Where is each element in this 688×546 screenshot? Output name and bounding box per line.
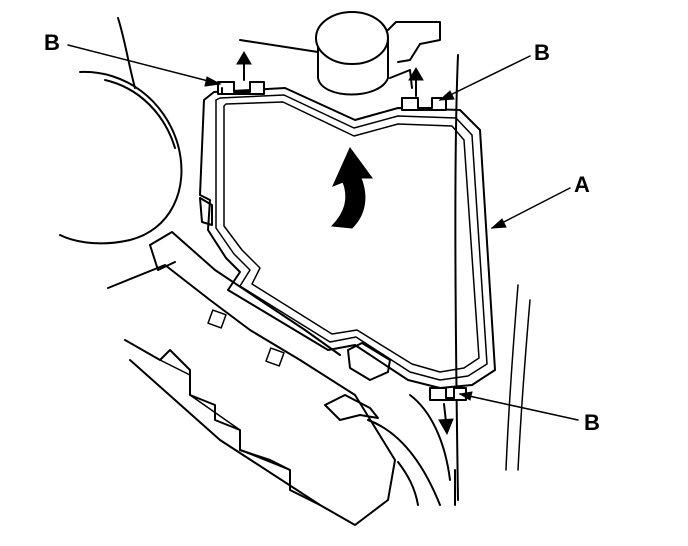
cover-a	[199, 87, 496, 389]
removal-direction-arrow	[330, 147, 373, 229]
release-arrow-top-right	[408, 67, 424, 97]
release-arrow-top-left	[236, 51, 252, 81]
top-cylinder	[239, 11, 441, 96]
release-arrow-bottom-right	[438, 403, 454, 436]
label-a-cover: A	[574, 172, 590, 197]
label-b-top-left: B	[44, 30, 60, 55]
clip-b-bottom-right	[429, 387, 467, 401]
label-b-bottom-right: B	[584, 410, 600, 435]
leader-lines	[67, 44, 579, 421]
left-round-component	[59, 17, 183, 245]
clip-b-top-right	[401, 97, 447, 111]
right-panel-edges	[454, 54, 531, 506]
lower-block-assembly	[107, 231, 451, 526]
clip-b-top-left	[217, 81, 265, 95]
label-b-top-right: B	[534, 40, 550, 65]
